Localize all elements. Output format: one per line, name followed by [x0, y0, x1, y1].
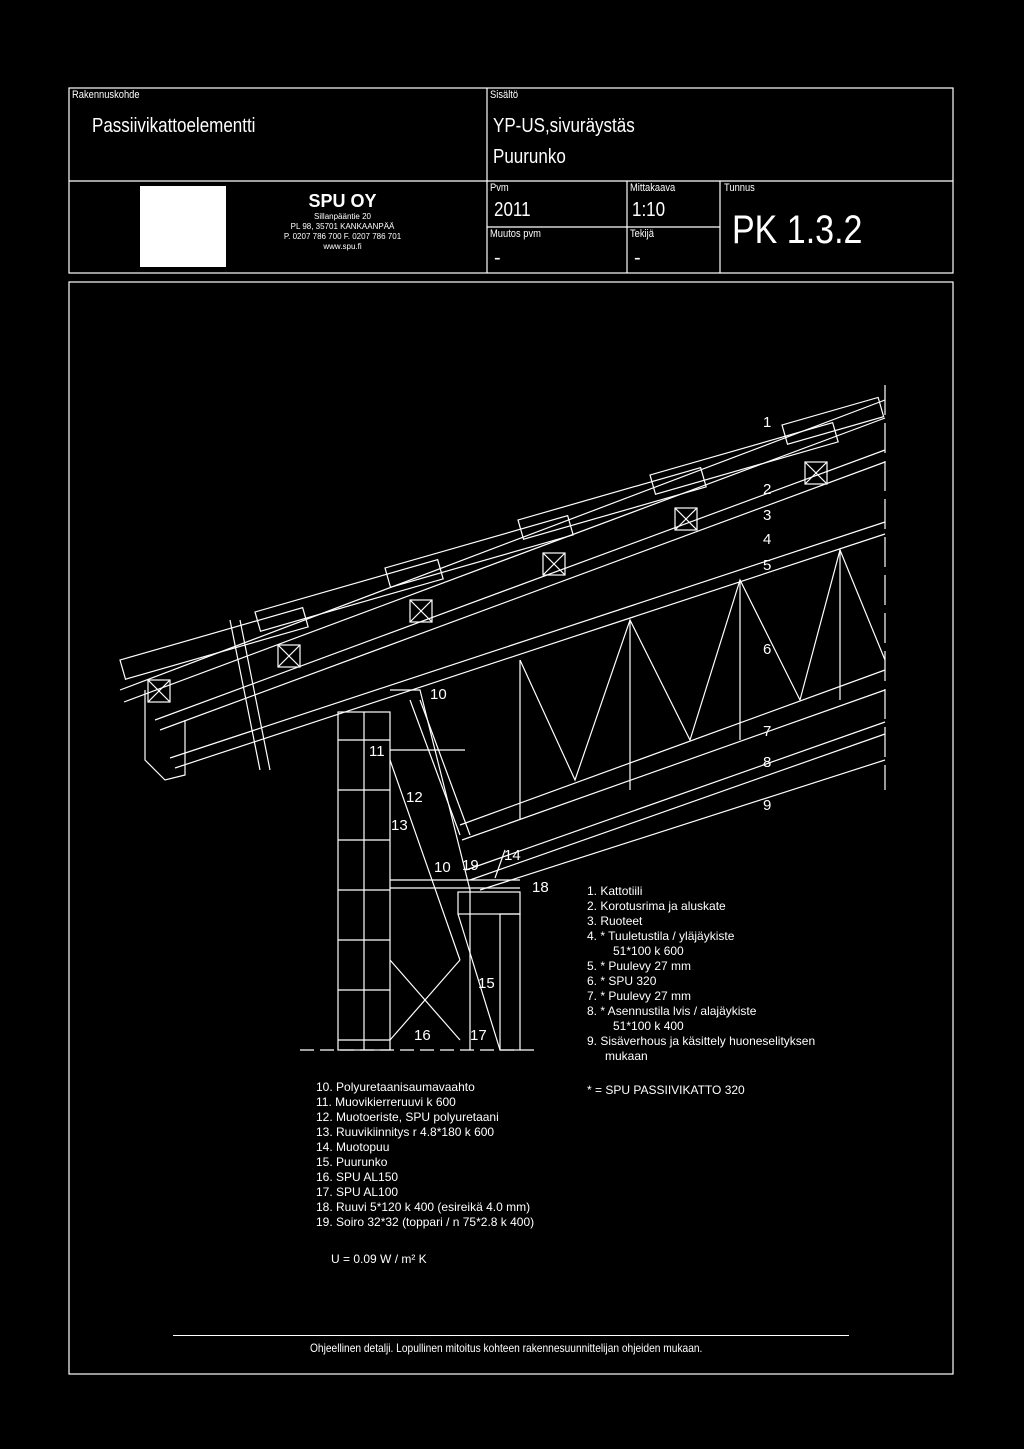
legend-item: 10. Polyuretaanisaumavaahto [316, 1080, 475, 1094]
legend-item: 51*100 k 600 [613, 944, 684, 958]
u-value: U = 0.09 W / m² K [331, 1252, 427, 1266]
project-name: Passiivikattoelementti [92, 114, 284, 138]
callout-label: 1 [763, 414, 772, 431]
company-line: Sillanpääntie 20 [314, 212, 371, 221]
callout-label: 13 [391, 817, 408, 834]
code-label-text: Tunnus [724, 182, 755, 194]
callout-label: 5 [763, 557, 772, 574]
legend-left: 10. Polyuretaanisaumavaahto 11. Muovikie… [316, 1080, 534, 1230]
project-label: Rakennuskohde [72, 89, 152, 102]
footer-rule [173, 1335, 849, 1336]
callout-label: 11 [369, 743, 385, 760]
content-line-1: YP-US,sivuräystäs [493, 114, 660, 138]
legend-item: 16. SPU AL150 [316, 1170, 399, 1184]
legend-item: 3. Ruoteet [587, 914, 643, 928]
legend-item: 19. Soiro 32*32 (toppari / n 75*2.8 k 40… [316, 1215, 535, 1229]
content-label: Sisältö [490, 89, 523, 102]
legend-item: mukaan [605, 1049, 648, 1063]
content-line-2-text: Puurunko [493, 146, 566, 168]
scale-value: 1:10 [632, 198, 671, 222]
company-line: PL 98, 35701 KANKAANPÄÄ [290, 222, 395, 231]
project-name-text: Passiivikattoelementti [92, 115, 256, 137]
date-value: 2011 [494, 198, 537, 222]
company-name: SPU OY [308, 191, 377, 211]
callout-label: 10 [430, 686, 447, 703]
legend-item: 13. Ruuvikiinnitys r 4.8*180 k 600 [316, 1125, 495, 1139]
footer-note: Ohjeellinen detalji. Lopullinen mitoitus… [310, 1341, 772, 1355]
legend-item: 6. * SPU 320 [587, 974, 657, 988]
company-logo [140, 186, 226, 267]
designer-value-text: - [634, 247, 641, 269]
legend-item: 5. * Puulevy 27 mm [587, 959, 692, 973]
footer-note-text: Ohjeellinen detalji. Lopullinen mitoitus… [310, 1341, 703, 1355]
legend-right: 1. Kattotiili 2. Korotusrima ja aluskate… [587, 884, 815, 1064]
callout-label: 12 [406, 789, 423, 806]
callout-label: 6 [763, 641, 772, 658]
callout-label: 3 [763, 507, 772, 524]
content-label-text: Sisältö [490, 89, 519, 101]
company-block: SPU OY Sillanpääntie 20 PL 98, 35701 KAN… [250, 190, 435, 252]
date-label-text: Pvm [490, 182, 509, 194]
callout-label: 7 [763, 723, 772, 740]
legend-item: 14. Muotopuu [316, 1140, 390, 1154]
legend-item: 17. SPU AL100 [316, 1185, 399, 1199]
callout-label: 16 [414, 1027, 431, 1044]
legend-item: 8. * Asennustila lvis / alajäykiste [587, 1004, 757, 1018]
legend-item: 1. Kattotiili [587, 884, 643, 898]
callout-label: 2 [763, 481, 772, 498]
legend-item: 9. Sisäverhous ja käsittely huoneselityk… [587, 1034, 816, 1048]
callout-label: 4 [763, 531, 772, 548]
callout-label: 19 [462, 857, 479, 874]
code-value-text: PK 1.3.2 [732, 208, 863, 252]
callout-label: 15 [478, 975, 495, 992]
designer-label: Tekijä [630, 228, 658, 241]
content-line-1-text: YP-US,sivuräystäs [493, 115, 635, 137]
changed-value-text: - [494, 247, 501, 269]
content-line-2: Puurunko [493, 145, 579, 169]
legend-item: 51*100 k 400 [613, 1019, 684, 1033]
scale-label: Mittakaava [630, 182, 683, 195]
legend-item: 11. Muovikierreruuvi k 600 [316, 1095, 456, 1109]
legend-item: 2. Korotusrima ja aluskate [587, 899, 726, 913]
legend-item: 4. * Tuuletustila / yläjäykiste [587, 929, 735, 943]
code-value: PK 1.3.2 [732, 208, 885, 252]
designer-value: - [634, 246, 641, 270]
changed-label-text: Muutos pvm [490, 228, 541, 240]
callout-label: 18 [532, 879, 549, 896]
code-label: Tunnus [724, 182, 760, 195]
callout-label: 14 [504, 847, 521, 864]
project-label-text: Rakennuskohde [72, 89, 140, 101]
changed-value: - [494, 246, 501, 270]
legend-note: * = SPU PASSIIVIKATTO 320 [587, 1083, 745, 1097]
company-line: P. 0207 786 700 F. 0207 786 701 [283, 232, 402, 241]
designer-label-text: Tekijä [630, 228, 654, 240]
scale-value-text: 1:10 [632, 199, 666, 221]
callout-label: 9 [763, 797, 772, 814]
changed-label: Muutos pvm [490, 228, 550, 241]
scale-label-text: Mittakaava [630, 182, 676, 194]
company-line: www.spu.fi [323, 242, 362, 251]
callout-label: 17 [470, 1027, 487, 1044]
legend-item: 18. Ruuvi 5*120 k 400 (esireikä 4.0 mm) [316, 1200, 531, 1214]
legend-item: 7. * Puulevy 27 mm [587, 989, 692, 1003]
legend-item: 12. Muotoeriste, SPU polyuretaani [316, 1110, 499, 1124]
callout-label: 10 [434, 859, 451, 876]
callout-label: 8 [763, 754, 772, 771]
date-label: Pvm [490, 182, 512, 195]
legend-item: 15. Puurunko [316, 1155, 388, 1169]
date-value-text: 2011 [494, 199, 531, 221]
